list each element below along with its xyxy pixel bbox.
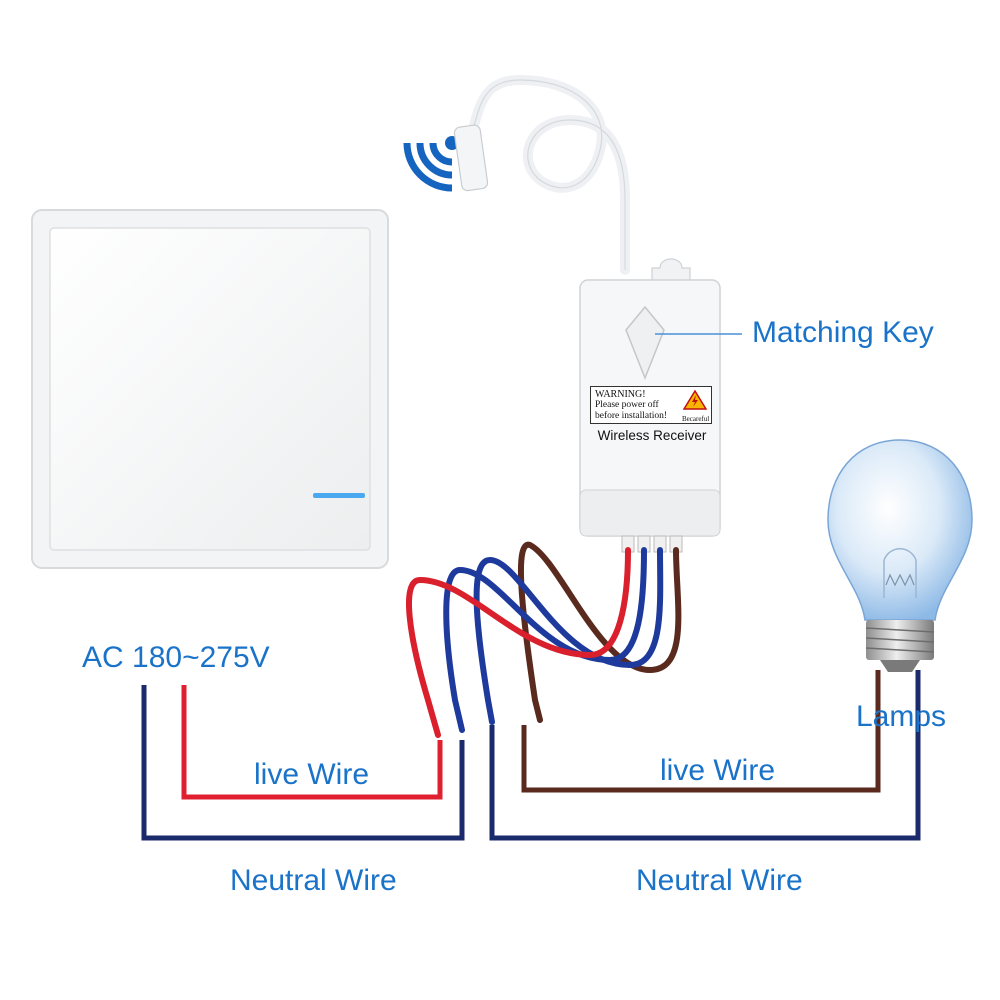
caution-text: Becareful (682, 415, 710, 423)
receiver-name: Wireless Receiver (597, 428, 707, 443)
brown-load-wire (517, 541, 682, 723)
lamp-neutral-line (489, 670, 921, 841)
live-wire-label-right: live Wire (660, 754, 776, 787)
switch-indicator-light (313, 493, 365, 498)
matching-key-button (625, 305, 665, 381)
antenna (453, 74, 630, 275)
live-wire-label-left: live Wire (254, 758, 370, 791)
supply-neutral-line (141, 685, 465, 841)
wireless-receiver (579, 258, 742, 553)
lamps-label: Lamps (856, 700, 947, 733)
wifi-signal-icon (403, 136, 459, 192)
caution-icon: Becareful (682, 389, 709, 423)
schematic-lines (141, 670, 921, 841)
lamp-live-line (521, 670, 881, 793)
ac-voltage-label: AC 180~275V (82, 641, 270, 674)
matching-key-label: Matching Key (752, 316, 934, 349)
light-bulb-icon (827, 439, 973, 672)
red-live-wire (406, 547, 631, 738)
warning-title: WARNING! (595, 389, 646, 400)
wireless-wall-switch (31, 209, 389, 569)
warning-line-1: Please power off (595, 400, 659, 410)
blue-wire-supply-side (443, 547, 647, 733)
supply-live-line (181, 685, 443, 800)
neutral-wire-label-left: Neutral Wire (230, 864, 397, 897)
warning-sticker: WARNING! Please power off before install… (590, 386, 712, 424)
warning-line-2: before installation! (595, 411, 668, 421)
high-voltage-icon (682, 389, 708, 410)
neutral-wire-label-right: Neutral Wire (636, 864, 803, 897)
wire-bundle (406, 541, 682, 738)
